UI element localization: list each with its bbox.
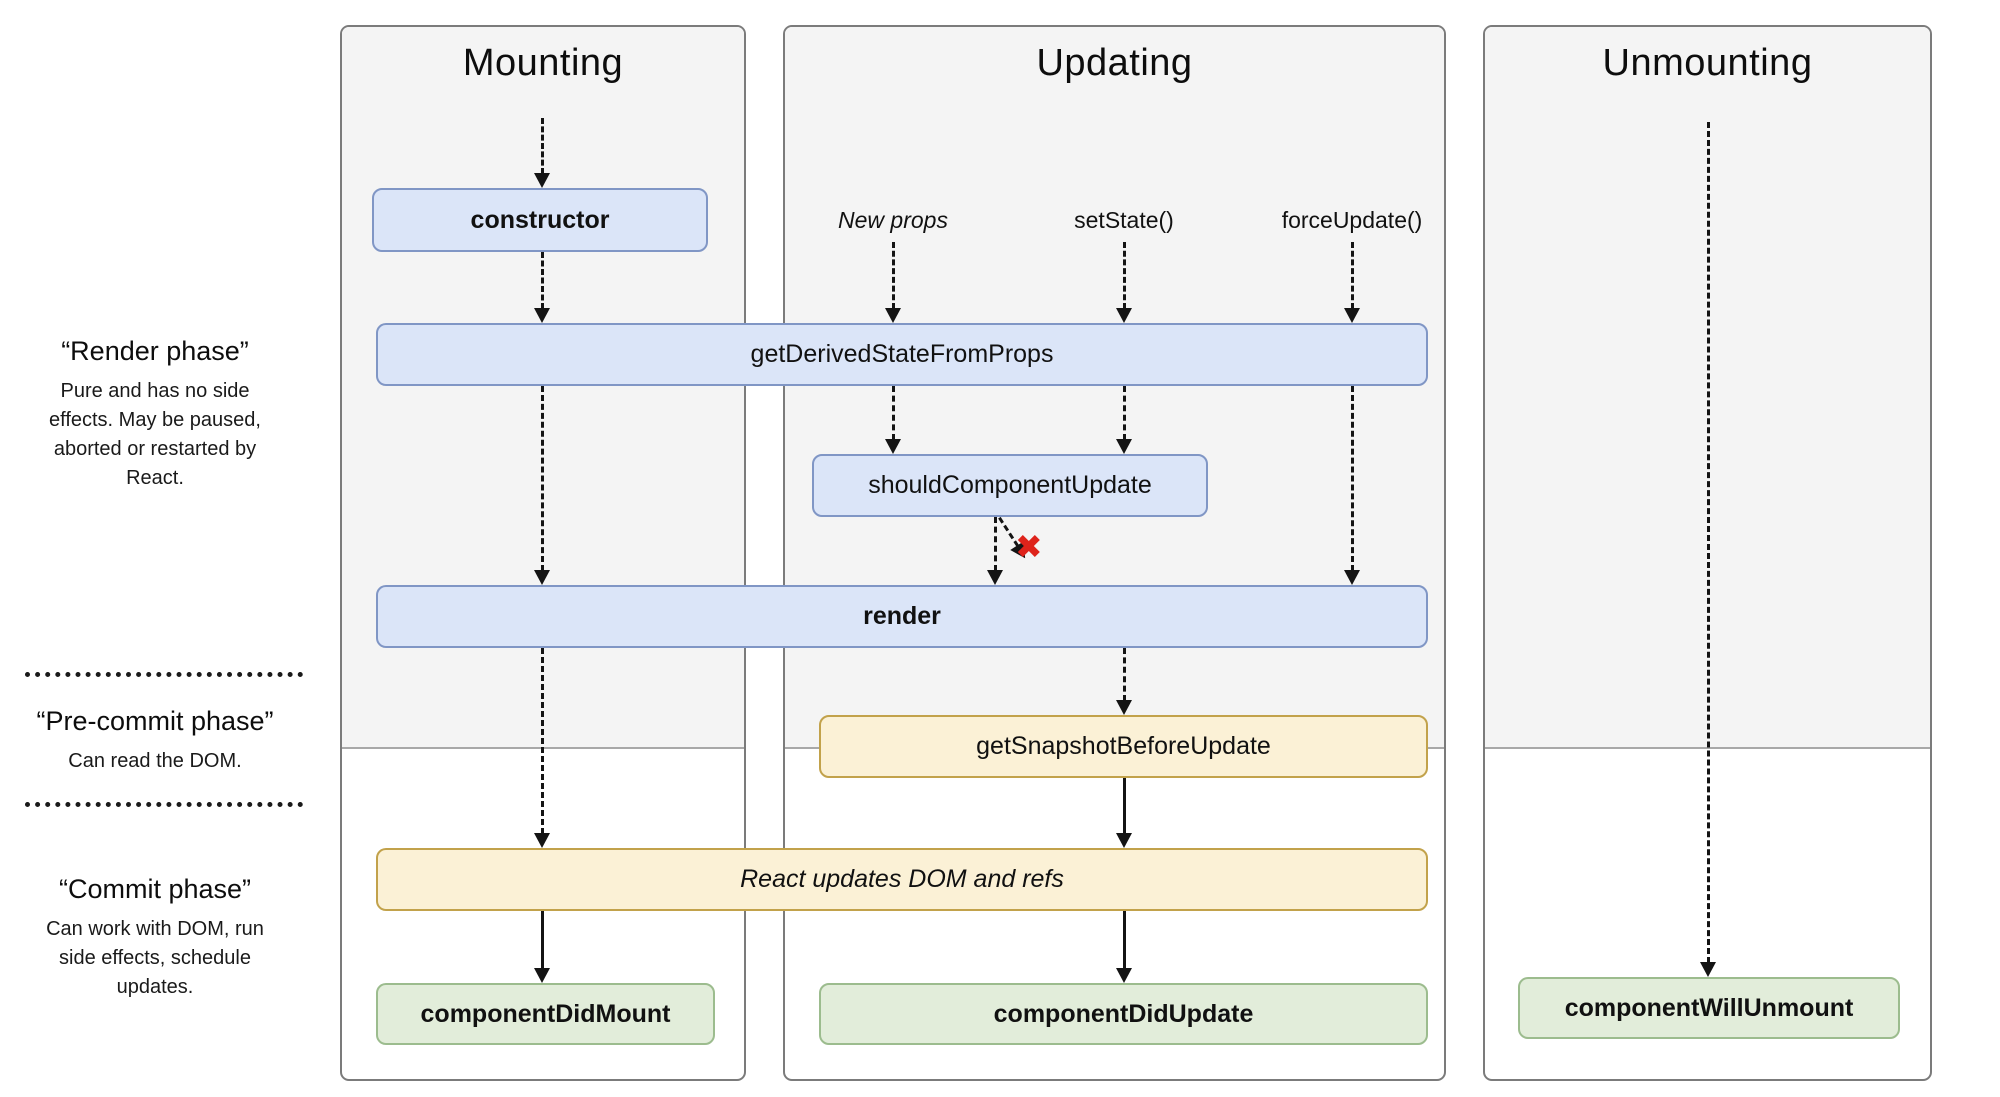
unmounting-title: Unmounting: [1602, 42, 1813, 84]
getsnapshotbeforeupdate-box: getSnapshotBeforeUpdate: [819, 715, 1428, 778]
pre-commit-phase-title: “Pre-commit phase”: [36, 706, 274, 736]
commit-phase-description: Can work with DOM, run side effects, sch…: [46, 918, 264, 998]
updating-panel: [783, 25, 1446, 1081]
forceupdate-label: forceUpdate(): [1281, 207, 1423, 233]
phase-divider-top: [25, 672, 303, 677]
shouldcomponentupdate-box: shouldComponentUpdate: [812, 454, 1208, 517]
render-phase-note: “Render phase” Pure and has no side effe…: [15, 336, 295, 493]
setstate-label: setState(): [1074, 207, 1174, 233]
getderivedstatefromprops-box: getDerivedStateFromProps: [376, 323, 1428, 386]
constructor-box: constructor: [372, 188, 708, 252]
commit-phase-title: “Commit phase”: [58, 874, 252, 904]
reject-x-icon: ✖: [1015, 528, 1043, 565]
mounting-title: Mounting: [462, 42, 624, 84]
commit-phase-note: “Commit phase” Can work with DOM, run si…: [15, 874, 295, 1002]
new-props-label: New props: [838, 207, 948, 233]
pre-commit-phase-note: “Pre-commit phase” Can read the DOM.: [15, 706, 295, 776]
render-phase-title: “Render phase”: [61, 336, 249, 366]
componentdidupdate-box: componentDidUpdate: [819, 983, 1428, 1045]
react-updates-dom-box: React updates DOM and refs: [376, 848, 1428, 911]
componentdidmount-box: componentDidMount: [376, 983, 715, 1045]
pre-commit-phase-description: Can read the DOM.: [68, 750, 242, 772]
render-box: render: [376, 585, 1428, 648]
componentwillunmount-box: componentWillUnmount: [1518, 977, 1900, 1039]
updating-title: Updating: [1036, 42, 1193, 84]
phase-divider-bottom: [25, 802, 303, 807]
render-phase-description: Pure and has no side effects. May be pau…: [49, 380, 261, 489]
